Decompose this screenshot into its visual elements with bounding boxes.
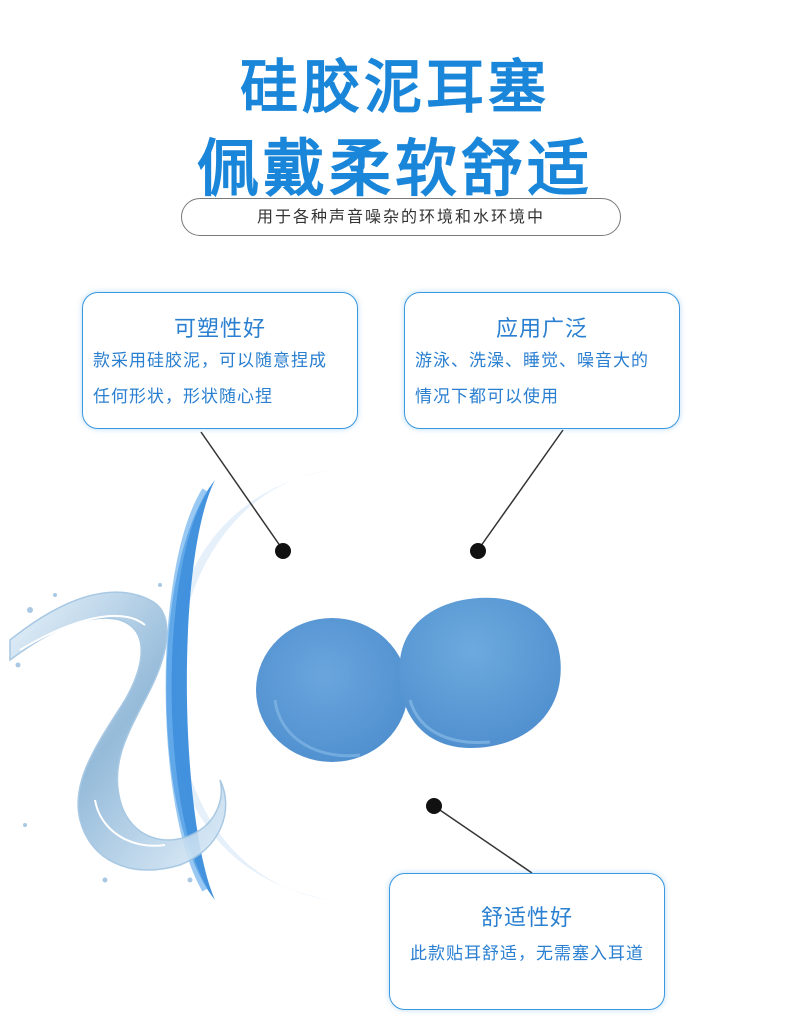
pointer-line-3: [433, 805, 533, 874]
earplug-right: [399, 597, 561, 748]
subtitle-pill: 用于各种声音噪杂的环境和水环境中: [181, 198, 621, 236]
feature-heading: 舒适性好: [480, 906, 573, 931]
feature-heading: 可塑性好: [173, 317, 266, 342]
feature-card-moldable: 可塑性好 款采用硅胶泥，可以随意捏成 任何形状，形状随心捏: [82, 292, 358, 429]
feature-heading: 应用广泛: [495, 317, 588, 342]
pointer-dot-2: [470, 543, 486, 559]
title-line-1: 硅胶泥耳塞: [239, 53, 550, 121]
feature-card-wide-use: 应用广泛 游泳、洗澡、睡觉、噪音大的 情况下都可以使用: [404, 292, 680, 429]
pointer-dot-3: [426, 798, 442, 814]
pointer-line-2: [477, 429, 564, 551]
feature-description: 款采用硅胶泥，可以随意捏成 任何形状，形状随心捏: [93, 343, 351, 415]
feature-line: 游泳、洗澡、睡觉、噪音大的: [415, 351, 649, 371]
pointer-dot-1: [275, 543, 291, 559]
water-splash: [9, 583, 227, 883]
feature-line: 款采用硅胶泥，可以随意捏成: [93, 351, 327, 371]
feature-line: 情况下都可以使用: [415, 387, 559, 407]
pointer-line-1: [200, 431, 284, 551]
earplug-left: [256, 618, 408, 762]
feature-description: 游泳、洗澡、睡觉、噪音大的 情况下都可以使用: [415, 343, 673, 415]
title-line-2: 佩戴柔软舒适: [196, 132, 593, 205]
feature-card-comfort: 舒适性好 此款贴耳舒适，无需塞入耳道: [389, 873, 665, 1010]
feature-description: 此款贴耳舒适，无需塞入耳道: [390, 936, 664, 972]
feature-line: 此款贴耳舒适，无需塞入耳道: [410, 944, 644, 964]
feature-line: 任何形状，形状随心捏: [93, 387, 273, 407]
